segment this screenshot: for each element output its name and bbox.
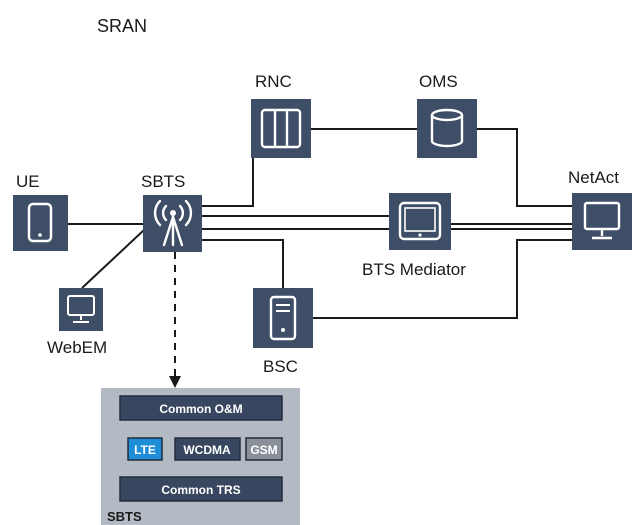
- link-sbts-rnc: [202, 158, 254, 207]
- node-webem[interactable]: WebEM: [47, 288, 107, 357]
- link-oms-netact: [477, 128, 572, 207]
- oms-label: OMS: [419, 72, 458, 91]
- server-icon: [269, 295, 297, 341]
- gsm-module: [245, 437, 283, 461]
- webem-label: WebEM: [47, 338, 107, 357]
- link-sbts-webem: [81, 229, 145, 289]
- gsm-label: GSM: [250, 443, 277, 457]
- node-sbts[interactable]: SBTS: [141, 172, 202, 252]
- monitor-icon: [67, 295, 95, 323]
- node-netact[interactable]: NetAct: [568, 168, 632, 250]
- common-om-label: Common O&M: [159, 402, 242, 416]
- node-oms[interactable]: OMS: [417, 72, 477, 158]
- webem-box: [59, 288, 103, 331]
- rnc-label: RNC: [255, 72, 292, 91]
- link-bsc-netact: [313, 239, 572, 319]
- common-om-module: [119, 395, 283, 421]
- rnc-box: [251, 99, 311, 158]
- wcdma-module: [174, 437, 241, 461]
- oms-box: [417, 99, 477, 158]
- sbts-detail-panel: Common O&M LTE WCDMA GSM Common TRS SBTS: [101, 388, 300, 525]
- sbts-label: SBTS: [141, 172, 185, 191]
- node-ue[interactable]: UE: [13, 172, 68, 251]
- tablet-icon: [398, 201, 442, 241]
- bsc-label: BSC: [263, 357, 298, 376]
- sbts-detail-caption: SBTS: [107, 509, 142, 524]
- netact-label: NetAct: [568, 168, 619, 187]
- lte-label: LTE: [134, 443, 156, 457]
- ue-label: UE: [16, 172, 40, 191]
- mediator-label: BTS Mediator: [362, 260, 466, 279]
- lte-module: [127, 437, 163, 461]
- antenna-icon: [153, 199, 193, 247]
- node-bts-mediator[interactable]: BTS Mediator: [362, 193, 466, 279]
- rack-icon: [260, 108, 302, 149]
- common-trs-module: [119, 476, 283, 502]
- node-rnc[interactable]: RNC: [251, 72, 311, 158]
- node-bsc[interactable]: BSC: [253, 288, 313, 376]
- database-icon: [430, 108, 464, 148]
- wcdma-label: WCDMA: [183, 443, 231, 457]
- mediator-box: [389, 193, 451, 250]
- common-trs-label: Common TRS: [161, 483, 240, 497]
- connections: [68, 128, 572, 376]
- netact-box: [572, 193, 632, 250]
- monitor-icon: [583, 201, 621, 240]
- link-sbts-bsc: [202, 239, 284, 288]
- diagram-title: SRAN: [97, 16, 147, 36]
- arrow-head-icon: [169, 376, 181, 388]
- phone-icon: [27, 202, 53, 243]
